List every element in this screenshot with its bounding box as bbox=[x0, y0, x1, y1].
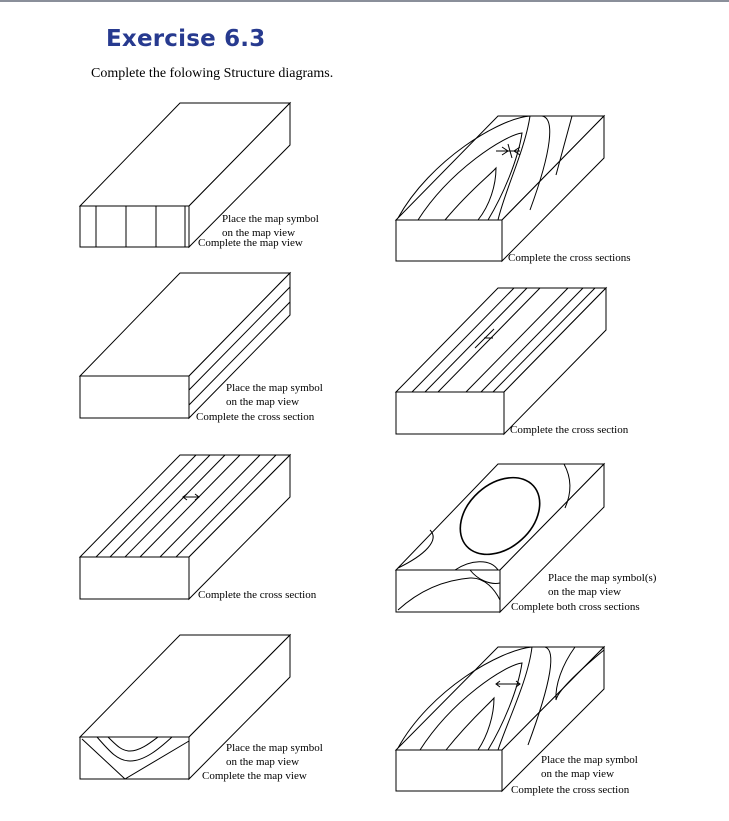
block-diagram-plunging-fold-2: Place the map symbol on the map view Com… bbox=[396, 647, 638, 796]
caption-d4-line3: Complete the map view bbox=[202, 770, 307, 782]
caption-d2-line3: Complete the cross section bbox=[196, 411, 315, 423]
caption-d2-line2: on the map view bbox=[226, 396, 299, 408]
caption-d2-line1: Place the map symbol bbox=[226, 382, 323, 394]
caption-d4-line2: on the map view bbox=[226, 756, 299, 768]
block-diagram-plunging-fold: Complete the cross sections bbox=[396, 116, 631, 264]
block-diagram-dome: Place the map symbol(s) on the map view … bbox=[396, 462, 657, 613]
block-diagram-folded-beds: Complete the cross section bbox=[80, 455, 317, 601]
caption-d1-line3: Complete the map view bbox=[198, 237, 303, 249]
block-diagram-horizontal-beds: Place the map symbol on the map view Com… bbox=[80, 273, 323, 423]
block-diagram-syncline: Place the map symbol on the map view Com… bbox=[80, 635, 323, 782]
caption-d8-line3: Complete the cross section bbox=[511, 784, 630, 796]
caption-d5-line1: Complete the cross sections bbox=[508, 252, 631, 264]
caption-d4-line1: Place the map symbol bbox=[226, 742, 323, 754]
caption-d8-line2: on the map view bbox=[541, 768, 614, 780]
caption-d7-line1: Place the map symbol(s) bbox=[548, 572, 657, 584]
caption-d8-line1: Place the map symbol bbox=[541, 754, 638, 766]
caption-d1-line1: Place the map symbol bbox=[222, 213, 319, 225]
caption-d3-line1: Complete the cross section bbox=[198, 589, 317, 601]
caption-d6-line1: Complete the cross section bbox=[510, 424, 629, 436]
block-diagram-dipping-beds: Complete the cross section bbox=[396, 288, 629, 436]
caption-d7-line2: on the map view bbox=[548, 586, 621, 598]
block-diagram-vertical-beds: Place the map symbol on the map view Com… bbox=[80, 103, 319, 249]
caption-d7-line3: Complete both cross sections bbox=[511, 601, 640, 613]
